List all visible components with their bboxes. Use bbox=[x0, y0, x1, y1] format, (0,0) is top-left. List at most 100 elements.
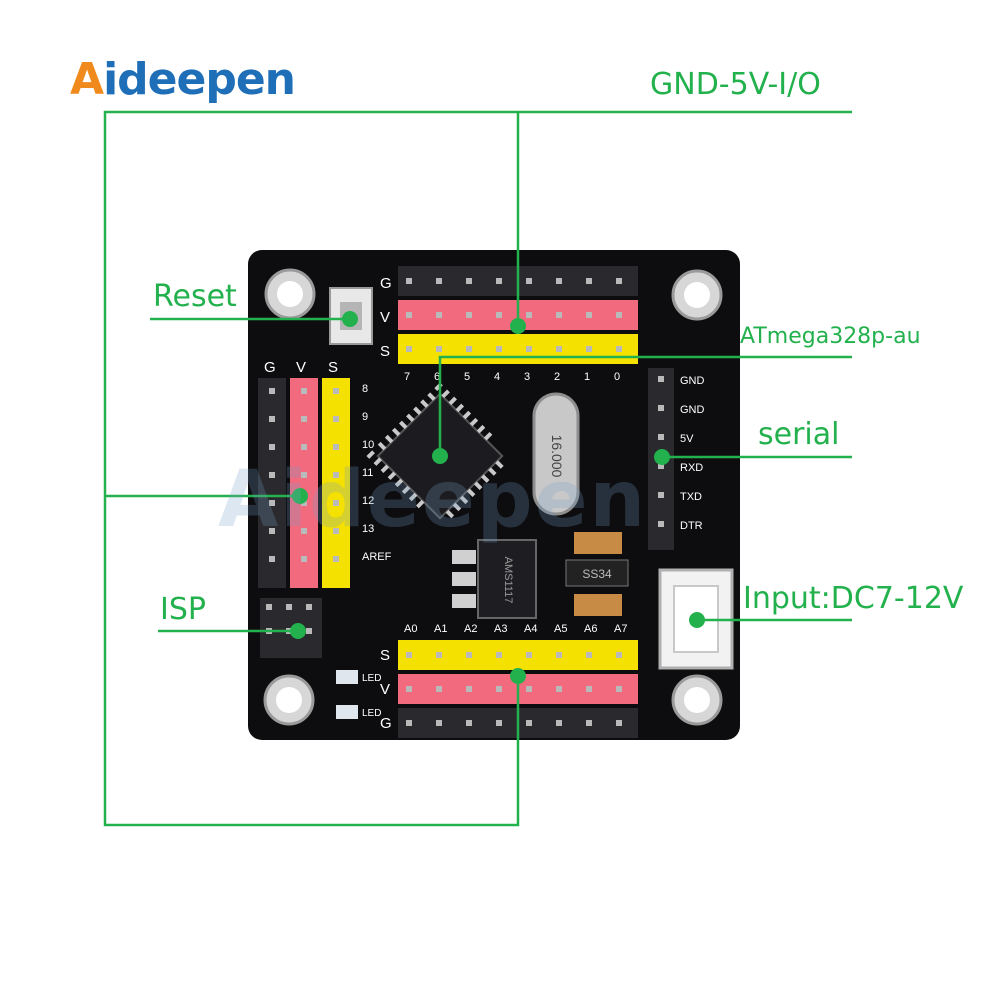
left-letter-g: G bbox=[264, 359, 276, 376]
label-reset: Reset bbox=[153, 279, 237, 314]
header-pin bbox=[616, 278, 622, 284]
serial-pin-label: 5V bbox=[680, 433, 694, 445]
top-pin-number: 4 bbox=[494, 371, 500, 383]
header-pin bbox=[658, 521, 664, 527]
header-pin bbox=[466, 278, 472, 284]
header-pin bbox=[436, 312, 442, 318]
header-pin bbox=[301, 472, 307, 478]
header-pin bbox=[269, 500, 275, 506]
header-pin bbox=[526, 686, 532, 692]
header-pin bbox=[466, 346, 472, 352]
header-pin bbox=[556, 346, 562, 352]
label-isp: ISP bbox=[160, 592, 206, 627]
regulator-label: AMS1117 bbox=[502, 557, 514, 604]
header-pin bbox=[406, 278, 412, 284]
header-pin bbox=[333, 472, 339, 478]
left-pin-number: AREF bbox=[362, 551, 392, 563]
header-pin bbox=[526, 652, 532, 658]
bottom-pin-number: A4 bbox=[524, 623, 537, 635]
left-letter-v: V bbox=[296, 359, 306, 376]
top-pin-number: 5 bbox=[464, 371, 470, 383]
crystal bbox=[532, 392, 580, 516]
header-pin bbox=[269, 528, 275, 534]
header-pin bbox=[269, 388, 275, 394]
header-pin bbox=[436, 720, 442, 726]
header-pin bbox=[526, 312, 532, 318]
header-pin bbox=[616, 312, 622, 318]
atmega-chip bbox=[366, 382, 504, 520]
header-pin bbox=[658, 376, 664, 382]
header-pin bbox=[301, 500, 307, 506]
header-pin bbox=[466, 312, 472, 318]
header-pin bbox=[333, 416, 339, 422]
header-pin bbox=[406, 686, 412, 692]
header-pin bbox=[658, 405, 664, 411]
header-pin bbox=[586, 720, 592, 726]
header-pin bbox=[616, 720, 622, 726]
header-pin bbox=[496, 278, 502, 284]
header-pin bbox=[496, 686, 502, 692]
reset-button-body bbox=[329, 287, 373, 345]
watermark: Aideepen bbox=[218, 455, 648, 545]
header-pin bbox=[436, 278, 442, 284]
bottom-pin-number: A6 bbox=[584, 623, 597, 635]
header-pin bbox=[333, 528, 339, 534]
header-pin bbox=[496, 652, 502, 658]
top-pin-number: 7 bbox=[404, 371, 410, 383]
label-atmega: ATmega328p-au bbox=[740, 324, 921, 349]
header-pin bbox=[526, 720, 532, 726]
label-gnd-5v-io: GND-5V-I/O bbox=[650, 67, 821, 102]
header-pin bbox=[658, 434, 664, 440]
led-label-1: LED bbox=[362, 673, 381, 684]
header-pin bbox=[496, 346, 502, 352]
bottom-pin-number: A0 bbox=[404, 623, 417, 635]
top-pin-number: 2 bbox=[554, 371, 560, 383]
bottom-letter-g: G bbox=[380, 715, 392, 732]
header-pin bbox=[556, 312, 562, 318]
serial-pin-label: RXD bbox=[680, 462, 703, 474]
left-pin-number: 12 bbox=[362, 495, 374, 507]
header-pin bbox=[616, 346, 622, 352]
left-pin-number: 8 bbox=[362, 383, 368, 395]
callout-dots bbox=[290, 311, 705, 684]
label-serial: serial bbox=[758, 417, 840, 452]
header-pin bbox=[586, 346, 592, 352]
left-pin-number: 9 bbox=[362, 411, 368, 423]
header-pin bbox=[556, 278, 562, 284]
header-pin bbox=[658, 492, 664, 498]
header-pin bbox=[269, 472, 275, 478]
led-1 bbox=[336, 670, 358, 684]
header-pin bbox=[333, 556, 339, 562]
top-pin-number: 0 bbox=[614, 371, 620, 383]
header-pin bbox=[466, 652, 472, 658]
header-pin bbox=[616, 686, 622, 692]
bottom-letter-s: S bbox=[380, 647, 390, 664]
header-pin bbox=[436, 652, 442, 658]
header-pin bbox=[333, 444, 339, 450]
bottom-pin-number: A1 bbox=[434, 623, 447, 635]
top-letter-s: S bbox=[380, 343, 390, 360]
serial-pin-label: TXD bbox=[680, 491, 702, 503]
bottom-pin-number: A5 bbox=[554, 623, 567, 635]
left-pin-number: 13 bbox=[362, 523, 374, 535]
led-label-2: LED bbox=[362, 708, 381, 719]
header-pin bbox=[406, 652, 412, 658]
header-pin bbox=[658, 463, 664, 469]
bottom-pin-number: A2 bbox=[464, 623, 477, 635]
logo-rest: ideepen bbox=[103, 54, 296, 105]
header-pin bbox=[301, 528, 307, 534]
pcb-board bbox=[248, 250, 740, 740]
serial-pin-label: DTR bbox=[680, 520, 703, 532]
bottom-pin-number: A3 bbox=[494, 623, 507, 635]
header-pin bbox=[436, 686, 442, 692]
header-pin bbox=[586, 278, 592, 284]
header-pin bbox=[269, 416, 275, 422]
header-pin bbox=[586, 686, 592, 692]
header-pin bbox=[526, 346, 532, 352]
top-letter-v: V bbox=[380, 309, 390, 326]
left-pin-number: 11 bbox=[362, 467, 373, 479]
header-pin bbox=[301, 556, 307, 562]
top-pin-number: 3 bbox=[524, 371, 530, 383]
left-pin-number: 10 bbox=[362, 439, 374, 451]
